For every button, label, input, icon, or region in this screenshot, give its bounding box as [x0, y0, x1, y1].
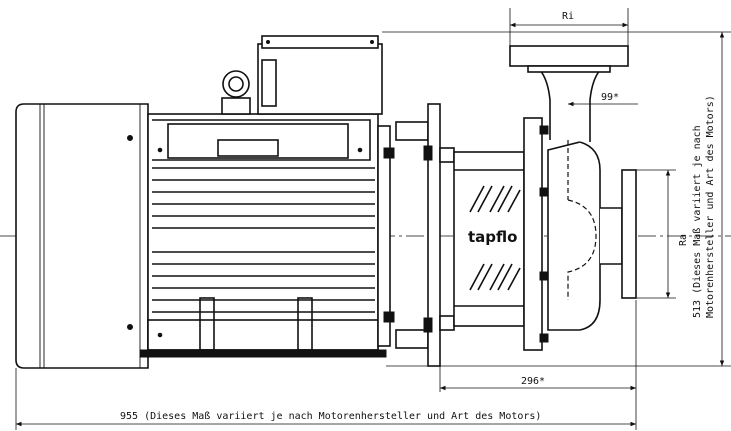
- dimension-ri: Ri: [509, 8, 629, 46]
- dimension-height: 513 (Dieses Maß variiert je nach Motoren…: [382, 31, 731, 367]
- casing-flange: [523, 117, 543, 351]
- brand-logo: tapflo: [468, 228, 517, 246]
- discharge-nozzle: [538, 69, 602, 142]
- length-note: 955 (Dieses Maß variiert je nach Motoren…: [120, 411, 541, 422]
- eye-bolt: [221, 70, 251, 115]
- dimension-length: 955 (Dieses Maß variiert je nach Motoren…: [15, 368, 637, 430]
- suction-flange: [621, 169, 637, 299]
- dimension-ra: Ra: [636, 169, 689, 299]
- ra-label: Ra: [678, 234, 689, 246]
- discharge-flange: [509, 45, 629, 67]
- motor-nameplate: [167, 123, 349, 159]
- dimension-99: 99*: [568, 92, 638, 107]
- motor-base-plate: [139, 349, 387, 358]
- lantern: [453, 151, 525, 327]
- cooling-fins: [152, 167, 375, 313]
- fan-cover: [15, 103, 149, 369]
- ri-label: Ri: [562, 11, 574, 22]
- motor-flange: [377, 121, 429, 349]
- height-note-line1: 513 (Dieses Maß variiert je nach: [692, 125, 703, 318]
- d296-label: 296*: [521, 376, 545, 387]
- pump-casing: [509, 45, 637, 331]
- dimension-296: 296*: [439, 300, 637, 392]
- motor: [15, 103, 387, 369]
- pump-bracket: tapflo: [423, 103, 549, 367]
- motor-foot: [147, 319, 379, 351]
- height-note-line2: Motorenhersteller und Art des Motors): [705, 95, 716, 318]
- terminal-box: [257, 35, 383, 115]
- d99-label: 99*: [601, 92, 619, 103]
